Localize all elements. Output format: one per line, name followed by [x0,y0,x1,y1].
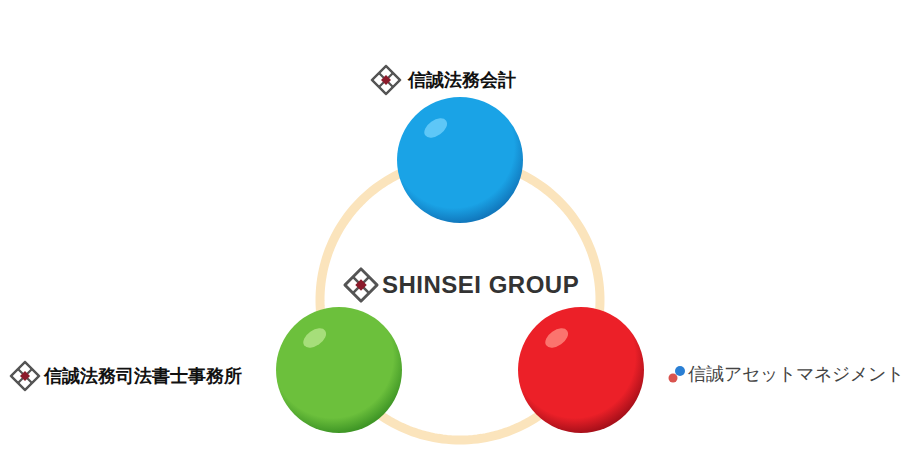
circle-shape [517,306,645,434]
circle-shine [421,114,451,141]
circle-fill [276,307,402,433]
group-logo [11,362,39,390]
circle-shine [300,324,330,351]
group-logo [345,269,377,301]
company-name: 信誠法務会計 [408,69,516,91]
circle-shape [396,96,524,224]
group-company-circle: 信誠法務会計 [396,96,524,224]
company-name: 信誠アセットマネジメント [688,363,904,385]
circle-shape [275,306,403,434]
group-company-circle: 信誠アセットマネジメント [517,306,645,434]
company-name: 信誠法務司法書士事務所 [44,365,242,387]
ring-arc [378,414,541,440]
group-name: SHINSEI GROUP [382,271,579,299]
circle-fill [518,307,644,433]
circle-fill [397,97,523,223]
asset-logo [669,366,686,383]
circle-shine [542,324,572,351]
group-company-circle: 信誠法務司法書士事務所 [275,306,403,434]
group-logo [372,66,400,94]
